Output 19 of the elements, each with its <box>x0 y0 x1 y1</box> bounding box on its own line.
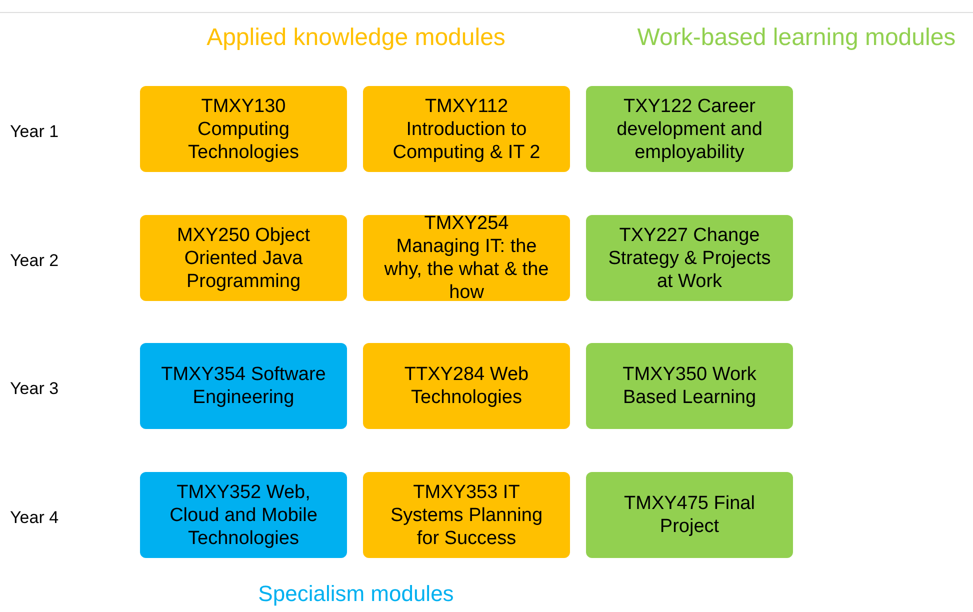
row-label: Year 3 <box>10 378 59 400</box>
module-box: TMXY354 Software Engineering <box>140 343 347 429</box>
module-box: TXY227 Change Strategy & Projects at Work <box>586 215 793 301</box>
module-box: MXY250 Object Oriented Java Programming <box>140 215 347 301</box>
row-label: Year 1 <box>10 121 59 143</box>
row-label: Year 4 <box>10 507 59 529</box>
module-box: TXY122 Career development and employability <box>586 86 793 172</box>
module-box: TMXY130 Computing Technologies <box>140 86 347 172</box>
module-box: TMXY353 IT Systems Planning for Success <box>363 472 570 558</box>
module-box: TTXY284 Web Technologies <box>363 343 570 429</box>
column-heading: Applied knowledge modules <box>206 23 506 53</box>
module-box: TMXY352 Web, Cloud and Mobile Technologies <box>140 472 347 558</box>
column-heading: Work-based learning modules <box>636 23 957 53</box>
module-box: TMXY475 Final Project <box>586 472 793 558</box>
module-box: TMXY254 Managing IT: the why, the what & the how <box>363 215 570 301</box>
section-heading: Specialism modules <box>257 580 455 608</box>
module-box: TMXY112 Introduction to Computing & IT 2 <box>363 86 570 172</box>
row-label: Year 2 <box>10 250 59 272</box>
module-box: TMXY350 Work Based Learning <box>586 343 793 429</box>
